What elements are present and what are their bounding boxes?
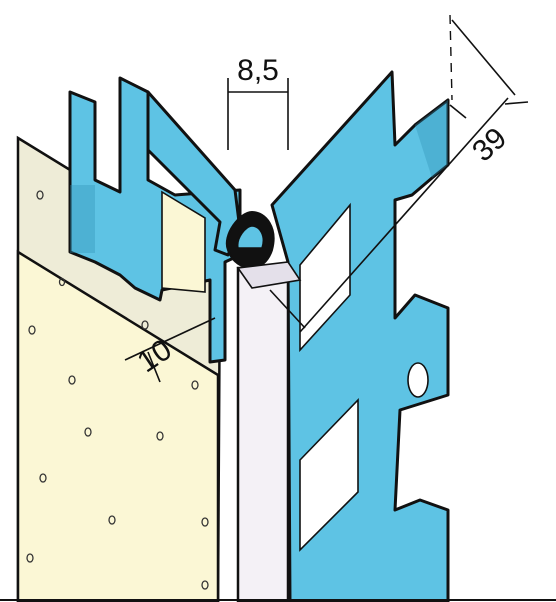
profile-left-wing [68,76,242,364]
slot-hole [407,362,429,398]
profile-nose [225,210,275,270]
plaster-texture [26,190,209,590]
edge-insert-top [236,261,302,289]
gap-width-label: 8,5 [237,54,279,87]
profile-right-wing [270,70,450,602]
profile-left-arm [146,90,242,257]
dimension-gap-width: 8,5 [227,54,289,150]
flange-length-label: 39 [466,122,513,169]
edge-insert [236,266,290,602]
plaster-layer [16,249,220,602]
